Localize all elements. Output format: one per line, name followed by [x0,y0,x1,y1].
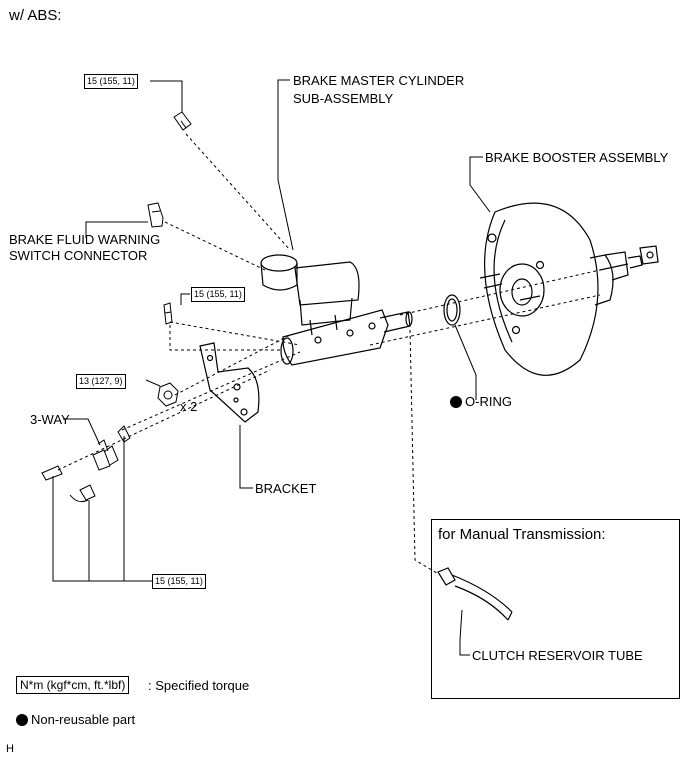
three-way-drawing [41,425,131,503]
o-ring-text: O-RING [465,394,512,409]
torque-nut: 13 (127, 9) [76,374,126,389]
leader-left-fitting [180,293,190,305]
bracket-drawing [199,342,260,423]
torque-lines: 15 (155, 11) [152,574,206,589]
legend-nonreusable-text: Non-reusable part [31,712,136,727]
leader-lines [52,476,152,582]
clutch-tube-drawing [437,567,513,621]
master-cylinder-drawing [260,254,413,366]
nut-drawing [157,382,179,407]
leader-top-fitting [150,80,183,112]
leader-clutch-tube [459,609,470,656]
label-booster: BRAKE BOOSTER ASSEMBLY [485,150,669,165]
label-master-cylinder-line1: BRAKE MASTER CYLINDER [293,73,465,88]
leader-master-cylinder [277,79,294,251]
leader-three-way [63,418,101,446]
label-clutch-tube: CLUTCH RESERVOIR TUBE [472,648,643,663]
top-fitting-drawing [173,111,192,131]
label-warning-line2: SWITCH CONNECTOR [9,248,148,263]
warning-connector-drawing [147,202,164,228]
nonreusable-legend-icon [16,714,28,726]
label-three-way: 3-WAY [30,412,70,427]
leader-nut [145,379,161,387]
legend-torque-unit: N*m (kgf*cm, ft.*lbf) [16,676,130,694]
leader-bracket [239,425,253,489]
leader-booster [469,156,491,213]
legend-torque-desc: : Specified torque [148,678,250,693]
leader-warning [85,221,148,238]
footer-code: H [6,743,14,755]
label-times-two: x 2 [180,399,198,414]
label-o-ring: O-RING [450,394,512,409]
o-ring-drawing [443,294,461,326]
torque-left-fitting: 15 (155, 11) [191,287,245,302]
manual-transmission-title: for Manual Transmission: [438,526,606,543]
label-bracket: BRACKET [255,481,317,496]
manual-transmission-panel: for Manual Transmission: CLUTCH RESERVOI… [431,519,680,699]
nonreusable-marker-icon [450,396,462,408]
leader-oring [454,324,477,400]
left-fitting-drawing [163,302,173,325]
variant-heading: w/ ABS: [9,7,62,24]
label-warning-line1: BRAKE FLUID WARNING [9,232,161,247]
booster-drawing [479,202,659,376]
label-master-cylinder-line2: SUB-ASSEMBLY [293,91,394,106]
legend-nonreusable: Non-reusable part [16,712,135,727]
torque-top-fitting: 15 (155, 11) [84,74,138,89]
